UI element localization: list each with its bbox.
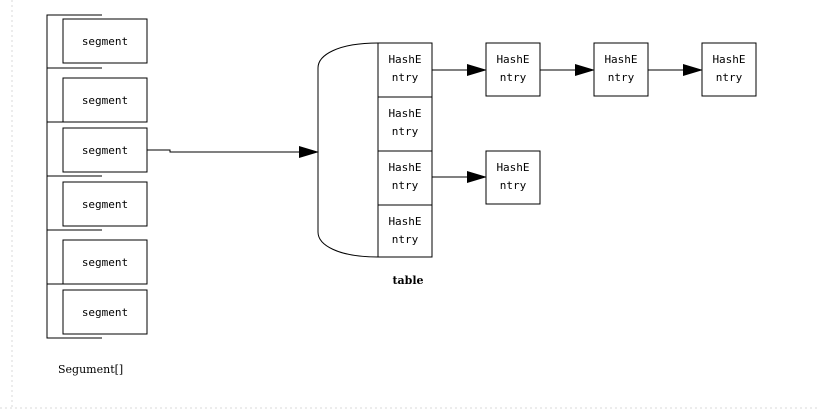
segment-item: segment — [62, 18, 148, 64]
segment-item: segment — [62, 239, 148, 285]
segment-label: segment — [82, 198, 128, 211]
entry-text-line1: HashE — [388, 53, 421, 66]
table-entries: HashE ntry HashE ntry HashE ntry HashE n… — [377, 42, 433, 258]
entry-text-line1: HashE — [604, 53, 637, 66]
segment-to-table-arrow — [147, 146, 319, 158]
table-label: table — [392, 274, 423, 287]
chain-node: HashE ntry — [485, 150, 541, 205]
entry-text-line2: ntry — [392, 71, 419, 84]
segment-label: segment — [82, 256, 128, 269]
entry-text-line1: HashE — [388, 215, 421, 228]
entry-text-line2: ntry — [716, 71, 743, 84]
entry-text-line2: ntry — [392, 179, 419, 192]
segment-label: segment — [82, 35, 128, 48]
segment-label: segment — [82, 306, 128, 319]
chain-node: HashE ntry — [593, 42, 649, 97]
table-entry: HashE ntry — [377, 42, 433, 98]
segment-label: segment — [82, 144, 128, 157]
table-entry: HashE ntry — [377, 150, 433, 206]
segment-item: segment — [62, 127, 148, 173]
entry-text-line2: ntry — [392, 233, 419, 246]
segment-array-caption: Segument[] — [58, 363, 123, 376]
table-entry: HashE ntry — [377, 204, 433, 258]
chain-node: HashE ntry — [701, 42, 757, 97]
entry-text-line1: HashE — [496, 53, 529, 66]
table-outline — [317, 42, 379, 258]
chain-row-3: HashE ntry — [485, 150, 541, 205]
segment-item: segment — [62, 77, 148, 123]
segment-label: segment — [82, 94, 128, 107]
table-entry: HashE ntry — [377, 96, 433, 152]
entry-text-line1: HashE — [712, 53, 745, 66]
entry-text-line1: HashE — [496, 161, 529, 174]
entry-text-line2: ntry — [608, 71, 635, 84]
segment-list: segment segment segment segment segment … — [62, 18, 148, 335]
entry-text-line2: ntry — [500, 71, 527, 84]
entry-text-line2: ntry — [392, 125, 419, 138]
segment-item: segment — [62, 289, 148, 335]
entry-text-line1: HashE — [388, 161, 421, 174]
segment-item: segment — [62, 181, 148, 227]
entry-text-line1: HashE — [388, 107, 421, 120]
chain-row-1: HashE ntry HashE ntry HashE ntry — [485, 42, 757, 97]
chain-node: HashE ntry — [485, 42, 541, 97]
entry-text-line2: ntry — [500, 179, 527, 192]
